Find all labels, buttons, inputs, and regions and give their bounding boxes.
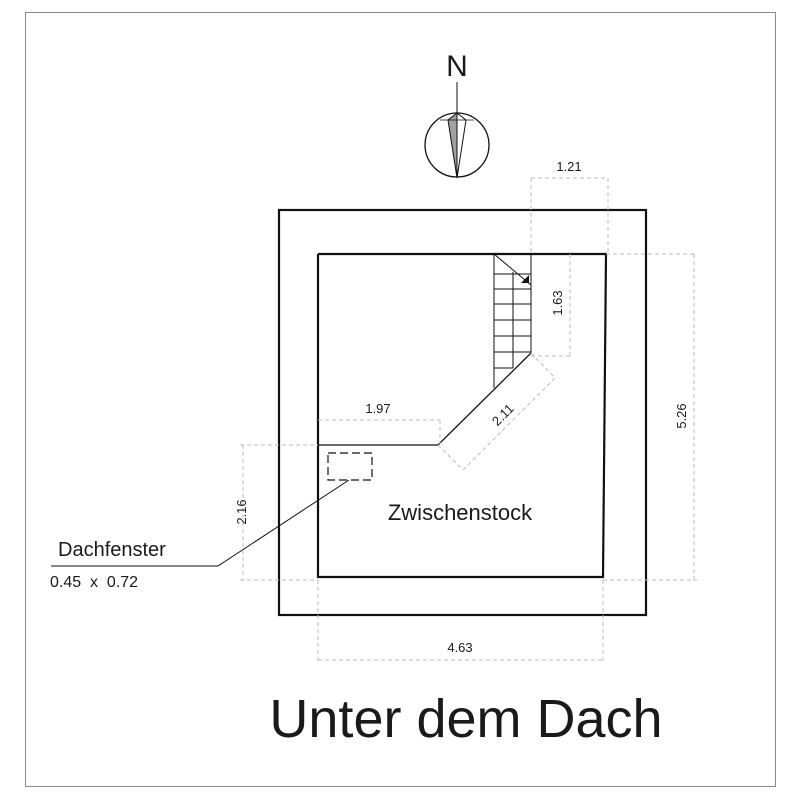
window-leader-line xyxy=(51,479,350,567)
page-title: Unter dem Dach xyxy=(269,689,663,749)
compass-icon xyxy=(424,82,490,179)
dim-bottom-width: 4.63 xyxy=(447,640,472,655)
ceiling-edge-line xyxy=(318,352,532,446)
dim-left-height: 2.16 xyxy=(234,499,249,524)
dim-top-width: 1.21 xyxy=(556,159,581,174)
north-label: N xyxy=(446,50,468,83)
dim-left-width: 1.97 xyxy=(365,401,390,416)
dim-stair-length: 1.63 xyxy=(550,290,565,315)
room-label: Zwischenstock xyxy=(388,500,533,525)
room-outline xyxy=(316,252,608,579)
dimension-lines xyxy=(240,177,697,663)
dim-diagonal: 2.11 xyxy=(489,401,517,429)
window-note-size: 0.45 x 0.72 xyxy=(50,574,138,591)
window-note-label: Dachfenster xyxy=(58,539,166,561)
drawing-frame xyxy=(25,12,776,787)
dim-right-height: 5.26 xyxy=(674,403,689,428)
roof-window xyxy=(327,452,373,481)
roof-outline xyxy=(277,208,648,617)
stair xyxy=(493,253,532,388)
